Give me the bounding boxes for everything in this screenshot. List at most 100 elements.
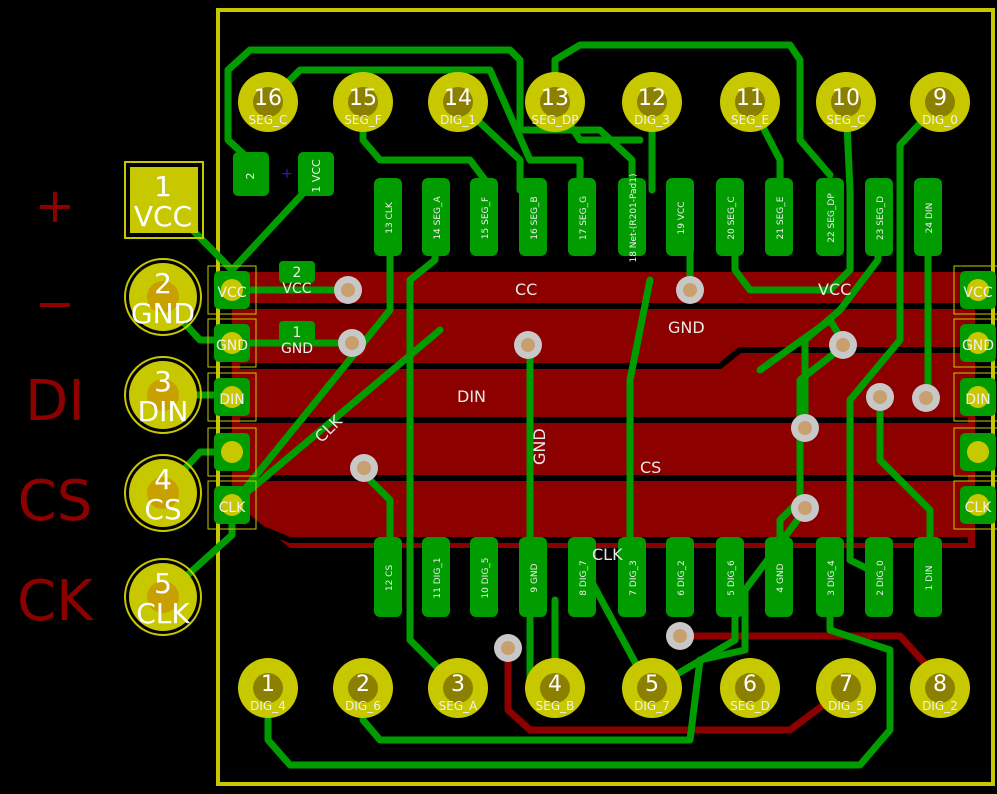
connector-pin-num: 1 [154, 170, 172, 203]
display-pin-name: DIG_5 [828, 699, 864, 713]
edge-pad-left: GND [207, 318, 257, 368]
left-silkscreen: + − DI CS CK [17, 178, 94, 634]
ic-pad-bottom: 7 DIG_3 [618, 537, 646, 617]
edge-pad-left [207, 427, 257, 477]
ic-pad-bottom: 4 GND [765, 537, 793, 617]
net-label-clk-bottom: CLK [592, 545, 623, 564]
edge-pad-left: VCC [207, 265, 257, 315]
ic-pad-bottom: 9 GND [519, 537, 547, 617]
ic-pad-label: 3 DIG_4 [827, 560, 837, 596]
display-pin-num: 15 [349, 86, 377, 111]
ic-pad-label: 6 DIG_2 [677, 560, 687, 595]
display-pin-num: 4 [548, 672, 562, 697]
display-pin-name: DIG_7 [634, 699, 670, 713]
display-pin-name: SEG_A [439, 699, 478, 713]
edge-pad-right [953, 427, 997, 477]
net-label-gnd: GND [668, 318, 705, 337]
silk-plus: + [35, 178, 75, 234]
vias [334, 276, 940, 662]
connector-pin-num: 5 [154, 567, 172, 600]
display-pin-num: 13 [541, 86, 569, 111]
ic-pad-label: 16 SEG_B [530, 196, 540, 239]
display-pin-name: DIG_4 [250, 699, 286, 713]
connector-pin-name: GND [131, 297, 195, 330]
ic-pad-label: 2 DIG_0 [876, 560, 886, 596]
ic-pad-label: 20 SEG_C [727, 196, 737, 239]
ic-pad-top: 16 SEG_B [519, 178, 547, 256]
display-pin-num: 16 [254, 86, 282, 111]
display-pin-num: 12 [638, 86, 666, 111]
small-pad-name: GND [281, 341, 313, 357]
ic-pad-label: 23 SEG_D [876, 196, 886, 240]
display-pin-num: 10 [832, 86, 860, 111]
small-pad-num: 1 [293, 325, 302, 341]
display-pin-name: SEG_C [827, 113, 866, 127]
net-label-vcc: VCC [818, 280, 851, 299]
ic-pad-label: 22 SEG_DP [827, 193, 837, 243]
display-pin-name: SEG_DP [532, 113, 579, 127]
ic-pad-bottom: 11 DIG_1 [422, 537, 450, 617]
ic-pad-bottom: 12 CS [374, 537, 402, 617]
display-pin-name: SEG_C [249, 113, 288, 127]
ic-pad-top: 13 CLK [374, 178, 402, 256]
connector-pin-num: 4 [154, 463, 172, 496]
ic-pad-top: 24 DIN [914, 178, 942, 256]
ic-pad-top: 22 SEG_DP [816, 178, 844, 256]
display-pin-name: DIG_6 [345, 699, 381, 713]
ic-pad-label: 14 SEG_A [433, 195, 443, 239]
ic-pad-label: 21 SEG_E [776, 196, 786, 239]
silk-di: DI [25, 369, 85, 434]
edge-pad-right: CLK [953, 480, 997, 530]
connector-pin-name: CLK [136, 597, 190, 630]
edge-pad-label: CLK [965, 500, 993, 516]
display-pin-name: DIG_1 [440, 113, 476, 127]
via [514, 331, 542, 359]
ic-pad-label: 24 DIN [925, 203, 935, 234]
display-pin-num: 5 [645, 672, 659, 697]
connector-pin-name: DIN [138, 395, 189, 428]
display-pin-num: 3 [451, 672, 465, 697]
silk-minus: − [35, 276, 75, 332]
via [676, 276, 704, 304]
ic-pad-bottom: 3 DIG_4 [816, 537, 844, 617]
display-pin-num: 11 [736, 86, 764, 111]
display-pin-num: 9 [933, 86, 947, 111]
display-footprint: 16SEG_C15SEG_F14DIG_113SEG_DP12DIG_311SE… [238, 72, 970, 718]
display-pin-name: DIG_2 [922, 699, 958, 713]
ic-pad-label: 12 CS [385, 565, 395, 592]
cap-label-2: 2 [244, 173, 257, 180]
cap-label-1: 1 VCC [310, 159, 323, 193]
net-label-cc: CC [515, 280, 537, 299]
via [666, 622, 694, 650]
connector-pin-num: 2 [154, 267, 172, 300]
via [829, 331, 857, 359]
ic-pad-top: 19 VCC [666, 178, 694, 256]
edge-pad-label: CLK [219, 500, 247, 516]
ic-pad-label: 1 DIN [925, 566, 935, 591]
ic-pad-label: 13 CLK [385, 201, 395, 234]
via [912, 384, 940, 412]
cap-pad-2 [233, 152, 269, 196]
ic-pad-label: 7 DIG_3 [629, 560, 639, 595]
ic-pad-bottom: 5 DIG_6 [716, 537, 744, 617]
edge-pad-label: GND [216, 338, 248, 354]
ic-pad-bottom: 6 DIG_2 [666, 537, 694, 617]
edge-pad-left: DIN [207, 372, 257, 422]
ic-pad-label: 4 GND [776, 563, 786, 592]
ic-pad-bottom: 8 DIG_7 [568, 537, 596, 617]
edge-pad-left: CLK [207, 480, 257, 530]
